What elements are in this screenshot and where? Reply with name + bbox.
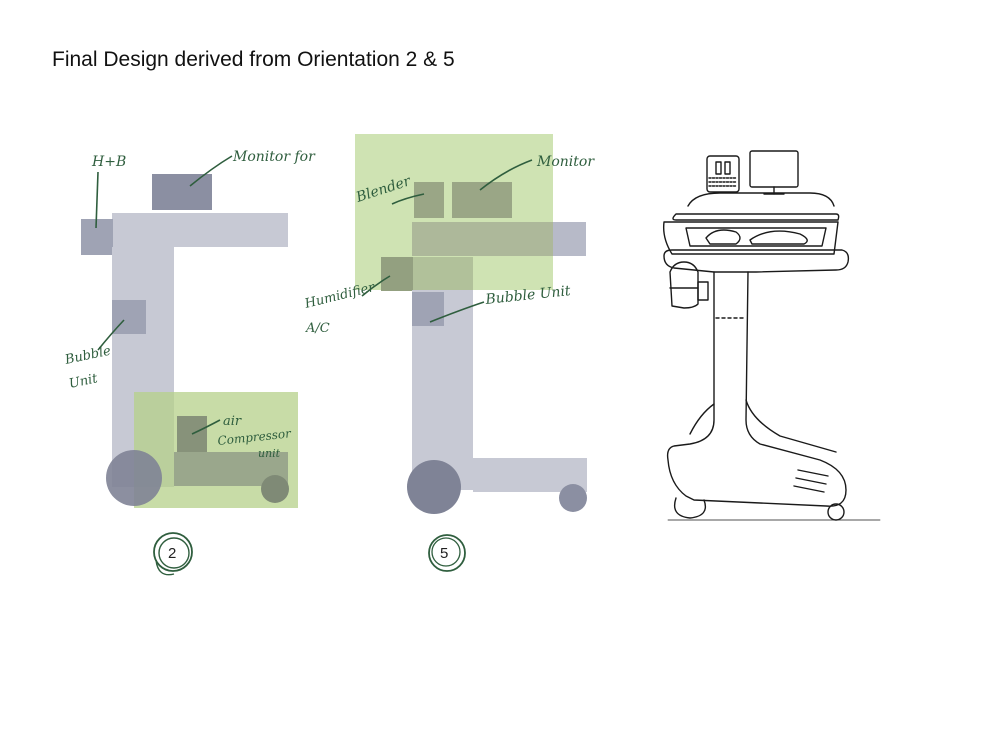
o5-leader-monitor [479,159,533,191]
cart-column [666,271,847,507]
o2-label-monitor: Monitor for [232,149,316,165]
final-design-sketch [662,150,881,521]
o2-wheel-small [261,475,289,503]
o5-wheel-large [407,460,461,514]
o5-leader-humidifier [361,275,391,297]
o5-label-humidifier-2: A/C [305,321,330,336]
o2-leader-bubble [97,319,125,351]
upper-tray [687,192,835,207]
blender-icon [706,155,740,193]
o5-monitor-block [452,182,512,218]
wheel-icon [673,497,845,521]
orientation-5-diagram: Blender Monitor Humidifier A/C Bubble Un… [302,134,595,572]
o5-shelf-right [553,222,586,256]
o5-wheel-small [559,484,587,512]
column-shelf [663,249,850,273]
o2-leader-air [191,419,221,435]
o5-leader-blender [391,193,425,205]
o5-bubble-block [412,292,444,326]
o2-label-air-1: air [223,414,242,429]
o2-label-bubble-2: Unit [68,371,100,392]
o2-number-badge: 2 [153,532,193,576]
vent-icon [793,469,829,493]
o5-blender-block [414,182,444,218]
o5-number: 5 [440,545,448,562]
o5-label-humidifier-1: Humidifier [302,280,376,312]
o2-number: 2 [168,545,176,562]
o5-leader-bubble [429,301,485,323]
o2-label-hb: H+B [91,154,126,170]
side-bin-icon [669,261,709,309]
o2-leader-hb [95,171,99,229]
page-title: Final Design derived from Orientation 2 … [52,48,455,71]
o5-humidifier-ext [413,257,473,291]
orientation-2-diagram: H+B Monitor for Bubble Unit air Compress… [63,149,316,576]
o5-humidifier-block [381,257,413,291]
o5-label-monitor: Monitor [536,154,595,170]
main-tray [662,221,839,255]
o2-bubble-block [112,300,146,334]
o2-hb-block [81,219,113,255]
o5-number-badge: 5 [428,534,466,572]
o2-wheel-large [106,450,162,506]
o2-label-bubble-1: Bubble [63,344,113,369]
monitor-icon [749,150,799,195]
o2-monitor-block [152,174,212,210]
o2-leader-monitor [189,155,233,187]
o2-top-shelf [112,213,288,247]
o2-label-air-3: unit [258,447,281,460]
